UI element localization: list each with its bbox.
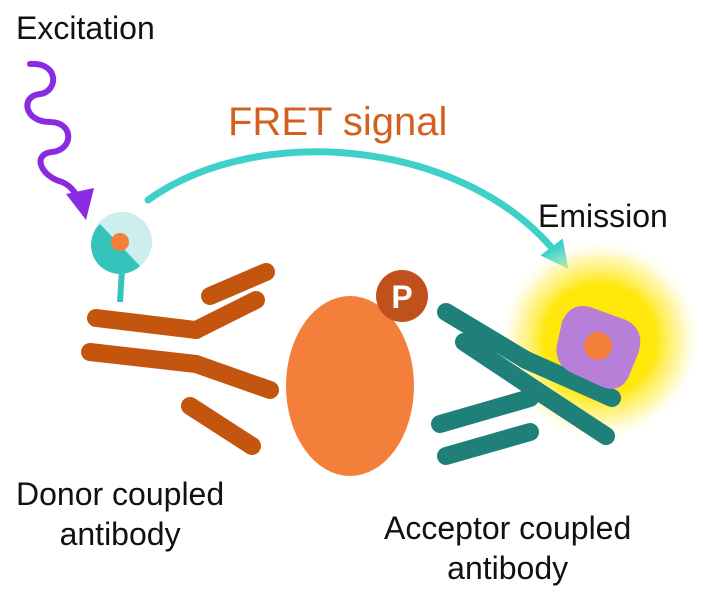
acceptor-antibody-label: Acceptor coupled antibody bbox=[384, 508, 631, 588]
emission-label: Emission bbox=[538, 198, 668, 234]
phospho-badge: P bbox=[376, 270, 428, 322]
donor-label-line2: antibody bbox=[59, 516, 181, 552]
excitation-wave-icon bbox=[24, 60, 94, 220]
donor-antibody bbox=[81, 263, 279, 455]
target-protein bbox=[286, 296, 414, 476]
phospho-label: P bbox=[391, 279, 412, 315]
fret-arrow-icon bbox=[144, 148, 569, 270]
acceptor-label-line1: Acceptor coupled bbox=[384, 510, 632, 546]
donor-antibody-label: Donor coupled antibody bbox=[16, 474, 224, 554]
acceptor-fluorophore-icon bbox=[556, 306, 641, 389]
donor-fluorophore-icon bbox=[91, 212, 152, 303]
acceptor-label-line2: antibody bbox=[447, 550, 569, 586]
acceptor-antibody bbox=[431, 303, 621, 465]
excitation-label: Excitation bbox=[16, 10, 155, 46]
fret-signal-label: FRET signal bbox=[228, 100, 448, 144]
donor-label-line1: Donor coupled bbox=[16, 476, 225, 512]
